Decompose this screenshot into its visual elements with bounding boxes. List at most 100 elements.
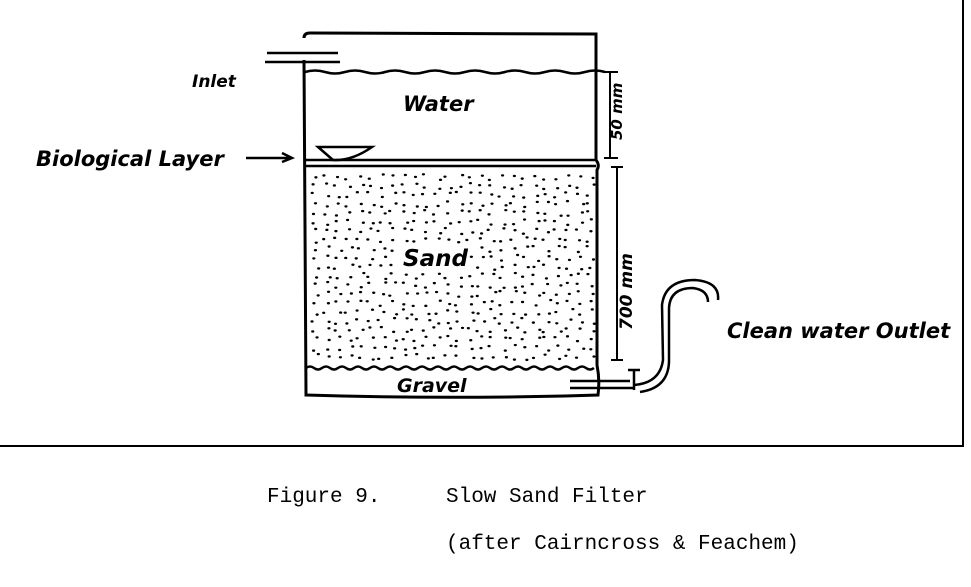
sand-dot [523, 346, 527, 349]
sand-dot [368, 184, 373, 188]
sand-dot [476, 285, 480, 288]
sand-dot [421, 329, 425, 332]
sand-dot [566, 223, 570, 227]
sand-dot [424, 237, 428, 240]
sand-dot [585, 202, 589, 205]
sand-dot [423, 286, 428, 289]
sand-dot [391, 226, 395, 230]
sand-dot [344, 205, 348, 208]
sand-dot [432, 281, 436, 285]
sand-dot [512, 174, 516, 178]
sand-dot [538, 336, 542, 339]
sand-dot [350, 354, 354, 357]
sand-dot [446, 292, 450, 295]
sand-dot [493, 268, 497, 271]
sand-dot [326, 348, 330, 351]
sand-dot [523, 331, 527, 334]
sand-dot [490, 300, 494, 303]
sand-dot [415, 352, 419, 356]
sand-dot [438, 336, 442, 339]
sand-dot [503, 223, 507, 226]
sand-dot [555, 322, 559, 325]
sand-dot [489, 223, 493, 226]
dimension-line-water [604, 71, 618, 159]
sand-particles [310, 173, 596, 362]
sand-dot [486, 228, 490, 232]
sand-dot [467, 210, 471, 213]
gravel-line [305, 365, 595, 371]
sand-dot [421, 344, 425, 347]
sand-dot [323, 213, 327, 216]
sand-dot [531, 273, 535, 277]
sand-dot [571, 307, 575, 311]
sand-dot [376, 229, 380, 233]
sand-dot [437, 237, 441, 240]
sand-dot [411, 193, 415, 197]
sand-dot [476, 312, 480, 315]
sand-dot [469, 303, 474, 306]
sand-dot [432, 344, 437, 347]
sand-dot [359, 345, 363, 348]
sand-dot [490, 202, 494, 205]
sand-dot [554, 178, 558, 181]
sand-dot [443, 175, 447, 178]
sand-dot [469, 191, 473, 194]
sand-dot [574, 228, 579, 231]
sand-dot [586, 210, 590, 213]
sand-dot [334, 214, 339, 217]
sand-dot [580, 321, 585, 324]
sand-dot [521, 275, 525, 278]
sand-dot [531, 244, 535, 248]
sand-dot [585, 194, 589, 197]
sand-dot [394, 202, 398, 205]
sand-dot [340, 249, 344, 252]
sand-dot [521, 232, 525, 235]
sand-dot [466, 327, 470, 330]
sand-dot [482, 300, 486, 304]
sand-dot [382, 310, 386, 314]
sand-dot [446, 283, 450, 286]
sand-dot [410, 313, 414, 316]
sand-dot [379, 325, 383, 329]
sand-dot [432, 326, 436, 329]
sand-dot [549, 298, 553, 302]
sand-dot [502, 227, 506, 230]
water-depth-label: 50 mm [608, 83, 626, 140]
sand-dot [328, 276, 332, 279]
sand-dot [500, 265, 504, 269]
sand-dot [359, 202, 363, 206]
sand-dot [436, 204, 440, 208]
sand-dot [371, 222, 375, 225]
sand-dot [438, 178, 443, 182]
sand-dot [508, 202, 513, 205]
sand-dot [381, 173, 385, 176]
sand-dot [481, 255, 485, 259]
sand-dot [591, 176, 595, 180]
sand-dot [575, 192, 580, 196]
sand-dot [538, 328, 542, 331]
sand-dot [355, 191, 359, 194]
sand-dot [315, 313, 319, 316]
sand-dot [350, 246, 355, 249]
sand-dot [592, 330, 596, 333]
sand-dot [313, 249, 318, 252]
sand-dot [558, 237, 562, 241]
sand-dot [424, 205, 428, 209]
sand-dot [454, 345, 458, 348]
sand-dot [586, 272, 590, 276]
sand-depth-label: 700 mm [617, 253, 637, 330]
sand-dot [546, 231, 551, 234]
sand-dot [454, 190, 458, 194]
sand-dot [443, 276, 447, 280]
sand-dot [513, 286, 518, 289]
sand-dot [404, 353, 408, 357]
sand-dot [537, 259, 541, 263]
sand-dot [421, 273, 425, 276]
sand-dot [366, 275, 370, 279]
sand-dot [391, 184, 395, 187]
sand-dot [559, 330, 563, 333]
sand-dot [338, 348, 342, 352]
sand-dot [461, 203, 465, 206]
sand-dot [546, 282, 550, 286]
sand-dot [589, 299, 593, 303]
